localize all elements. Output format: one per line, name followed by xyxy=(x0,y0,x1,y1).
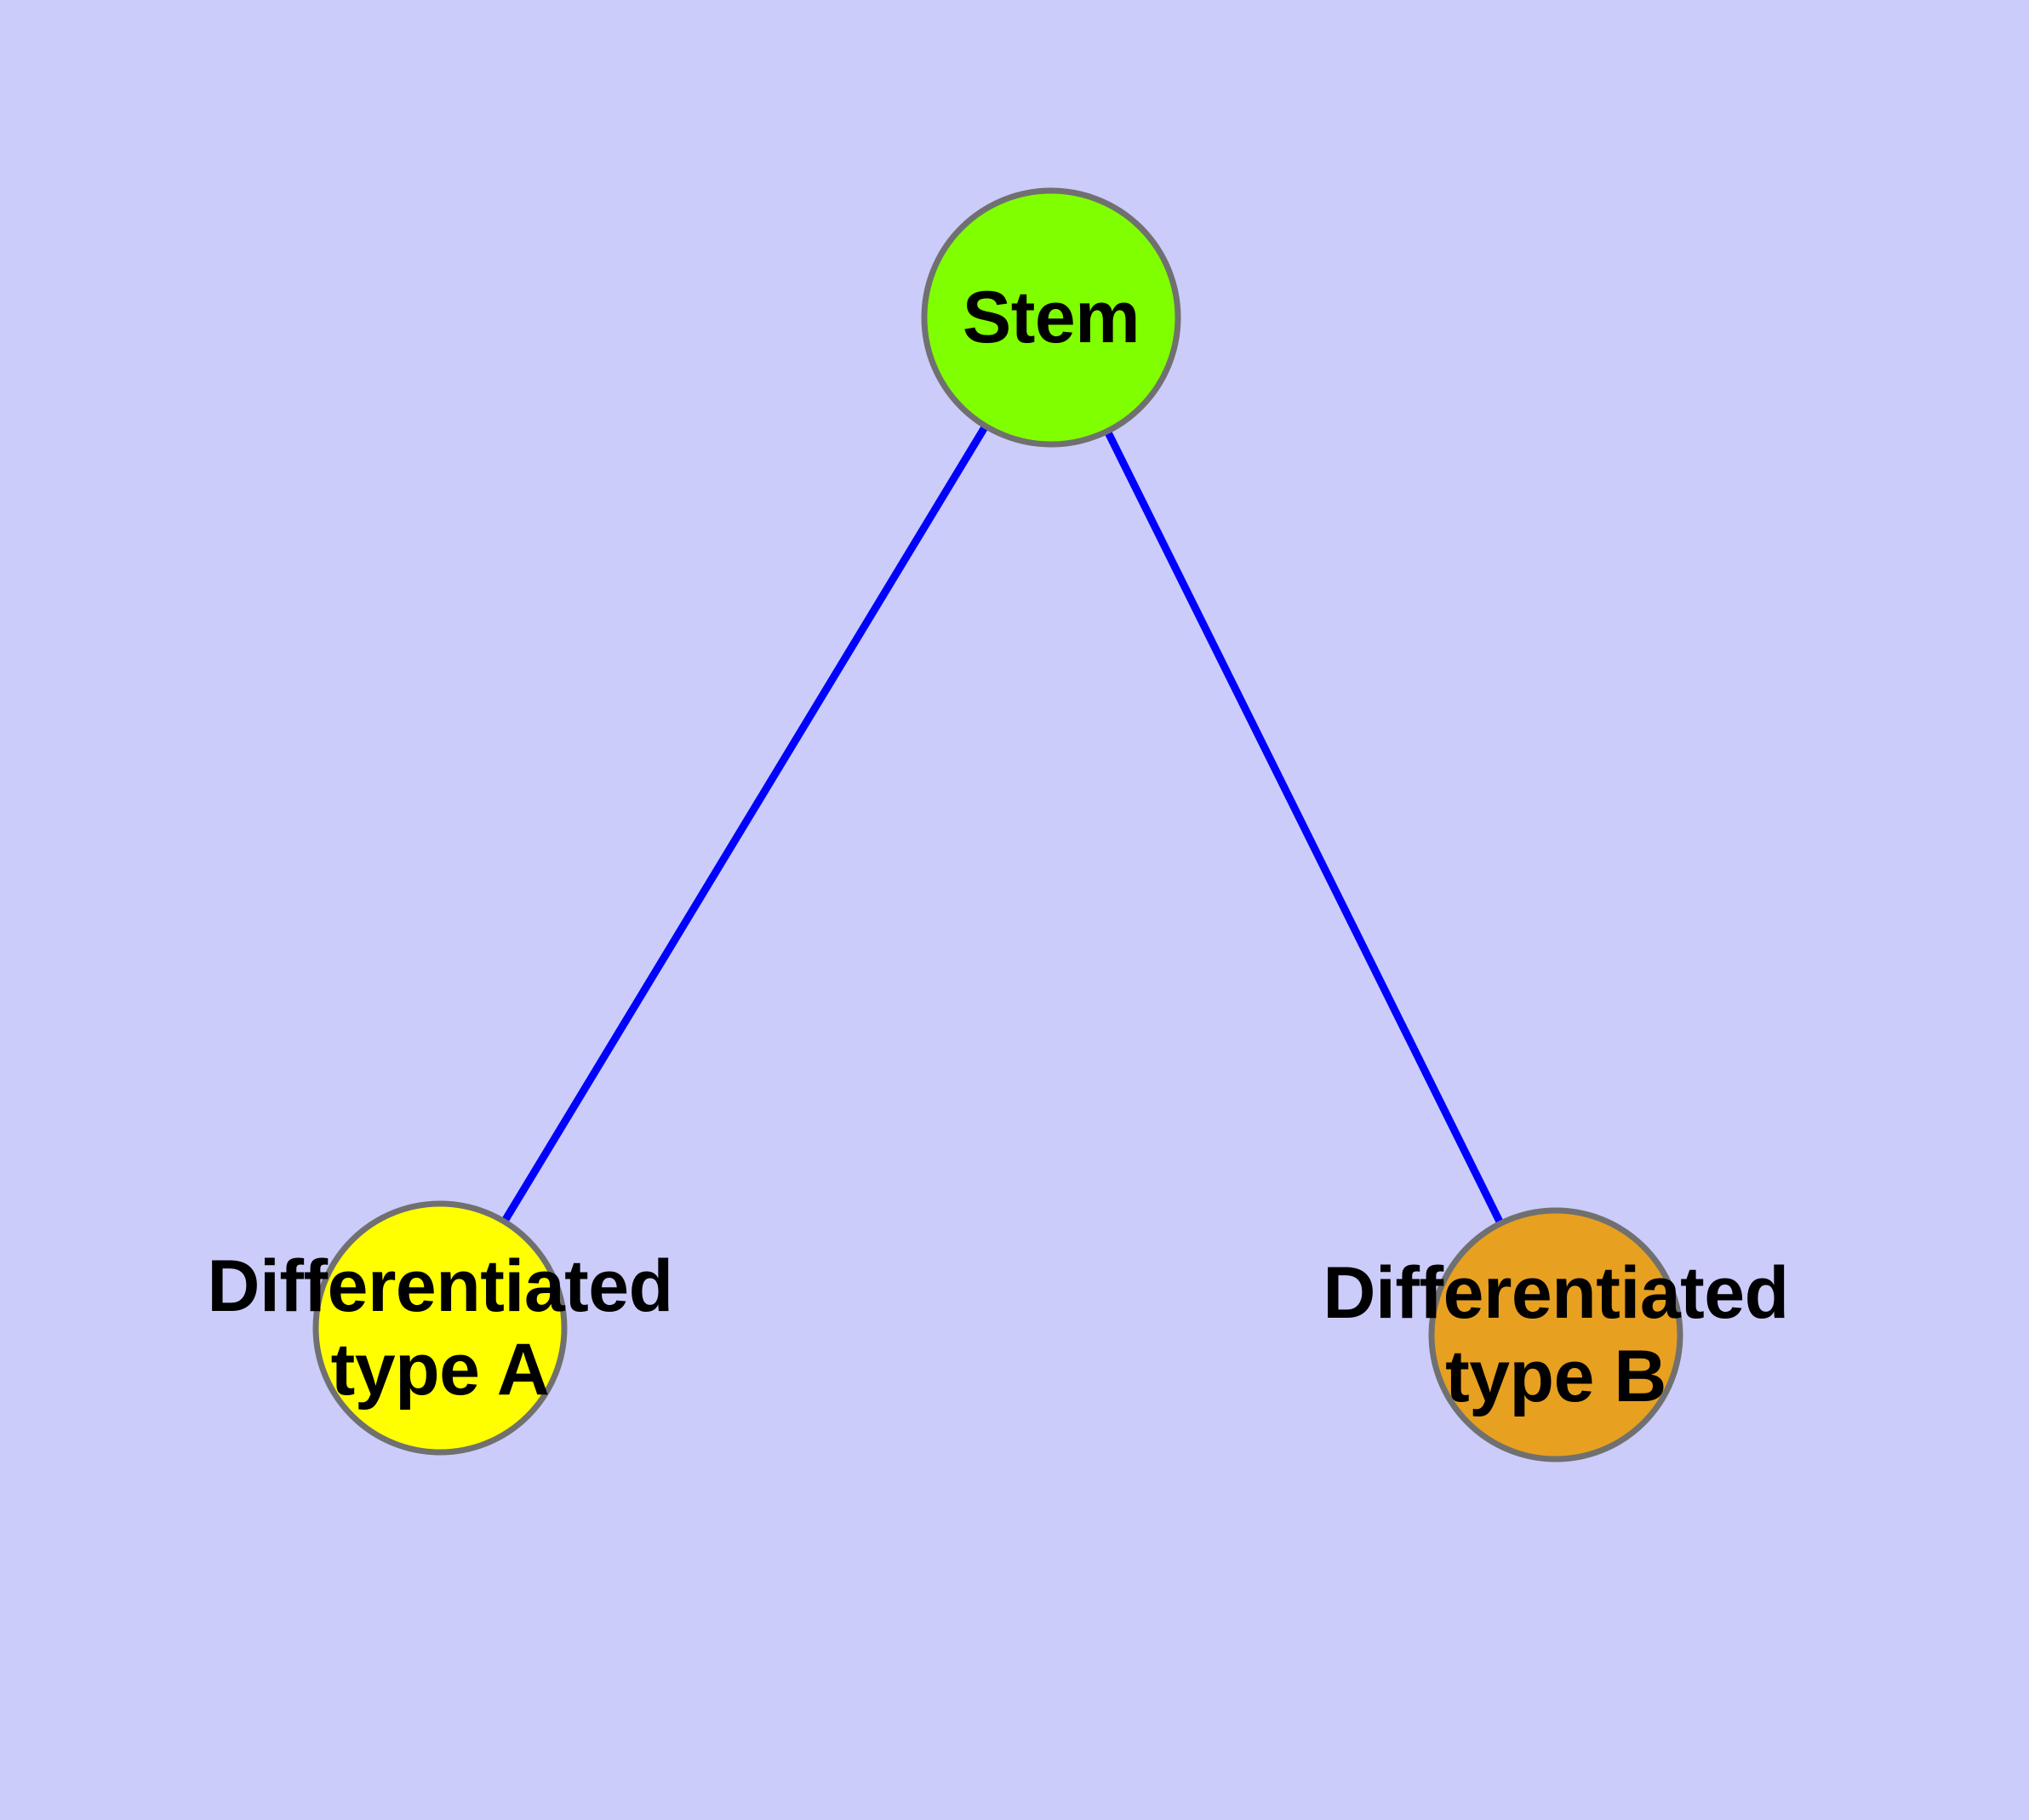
node-stem[interactable] xyxy=(921,187,1181,448)
node-layer xyxy=(312,187,1683,1462)
node-differentiated-type-a[interactable] xyxy=(312,1200,568,1456)
edge-stem-to-differentiated-type-a[interactable] xyxy=(501,425,989,1223)
edge-layer xyxy=(501,425,1504,1225)
edge-stem-to-differentiated-type-b[interactable] xyxy=(1104,430,1504,1225)
node-differentiated-type-b[interactable] xyxy=(1428,1207,1683,1462)
